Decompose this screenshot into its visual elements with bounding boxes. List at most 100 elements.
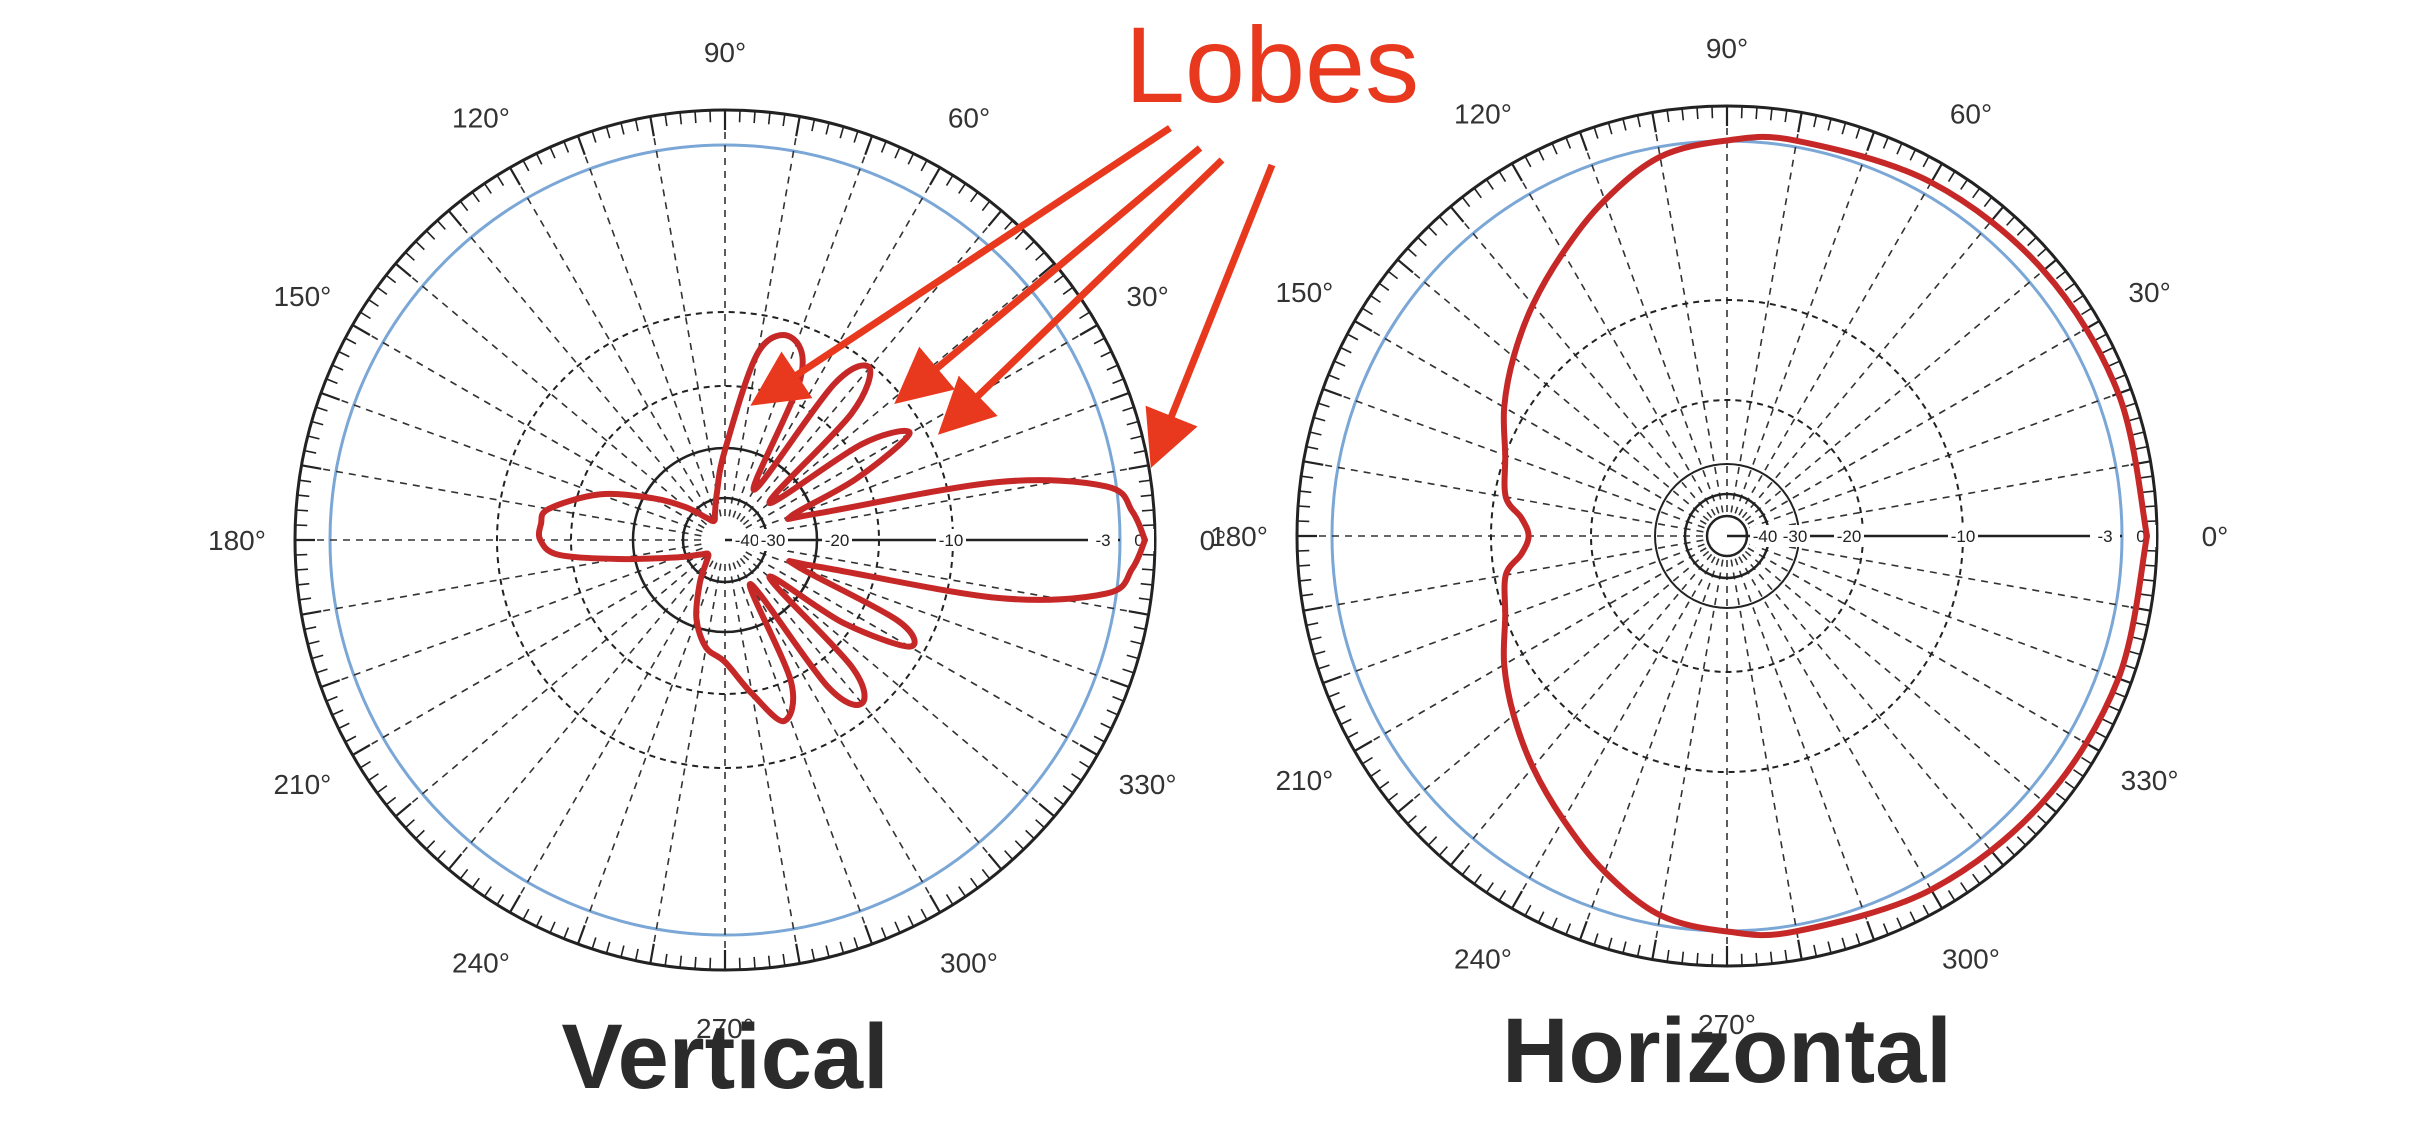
degree-tick: [1651, 939, 1657, 960]
degree-tick: [1449, 205, 1465, 223]
degree-tick: [1947, 890, 1956, 902]
degree-tick: [839, 941, 845, 954]
degree-tick: [1681, 108, 1685, 121]
degree-tick: [295, 509, 309, 512]
degree-tick: [1014, 840, 1025, 850]
spoke-gridline: [1730, 134, 1799, 513]
spoke-gridline: [1343, 543, 1705, 677]
degree-tick: [1666, 949, 1670, 962]
degree-tick: [1960, 179, 1969, 190]
degree-tick: [1797, 112, 1803, 133]
degree-tick: [1406, 247, 1417, 257]
spoke-gridline: [1373, 331, 1707, 525]
degree-tick: [1053, 796, 1065, 806]
degree-tick: [509, 167, 521, 186]
angle-tick-label: 330°: [1119, 769, 1177, 800]
degree-tick: [1909, 911, 1917, 923]
degree-tick: [1387, 270, 1399, 280]
degree-tick: [1109, 391, 1130, 401]
degree-tick: [331, 709, 344, 716]
radial-label-bg: [1780, 525, 1810, 547]
degree-tick: [1014, 230, 1025, 240]
degree-tick: [1607, 937, 1613, 950]
degree-tick: [2140, 593, 2153, 597]
degree-tick: [1361, 307, 1373, 316]
degree-tick: [1128, 610, 1149, 616]
degree-tick: [1537, 911, 1545, 923]
degree-tick: [2037, 247, 2048, 257]
degree-tick: [1696, 952, 1699, 966]
degree-tick: [1140, 582, 1153, 586]
degree-tick: [1636, 944, 1641, 957]
degree-tick: [415, 240, 425, 251]
degree-tick: [987, 853, 1003, 871]
spoke-gridline: [653, 563, 722, 942]
angle-tick-label: 30°: [1126, 281, 1168, 312]
degree-tick: [1593, 126, 1599, 139]
angle-tick-label: 120°: [1454, 98, 1512, 129]
degree-tick: [894, 921, 901, 934]
spoke-gridline: [1522, 182, 1716, 516]
degree-tick: [2135, 622, 2148, 627]
degree-tick: [2055, 792, 2067, 802]
degree-tick: [1126, 420, 1139, 426]
degree-tick: [1128, 464, 1149, 470]
degree-tick: [483, 886, 492, 897]
degree-tick: [471, 877, 480, 889]
spoke-gridline: [1744, 273, 2041, 522]
spoke-gridline: [732, 562, 866, 924]
degree-tick: [929, 894, 941, 913]
angle-tick-label: 0°: [1200, 525, 1227, 556]
degree-tick: [981, 200, 991, 212]
degree-tick: [576, 924, 586, 945]
degree-tick: [2073, 769, 2084, 778]
degree-tick: [1038, 262, 1056, 278]
degree-tick: [1866, 131, 1876, 152]
degree-tick: [1093, 735, 1106, 743]
degree-tick: [1427, 836, 1438, 846]
degree-tick: [1607, 122, 1613, 135]
spoke-gridline: [1325, 464, 1704, 533]
radial-db-label: -40: [735, 531, 760, 550]
degree-tick: [1551, 917, 1558, 930]
spoke-gridline: [1738, 182, 1932, 516]
degree-tick: [1882, 923, 1889, 935]
degree-tick: [331, 364, 344, 371]
degree-tick: [1354, 320, 1373, 332]
spoke-gridline: [1586, 152, 1720, 514]
degree-tick: [2064, 282, 2076, 291]
degree-tick: [1827, 941, 1832, 954]
degree-tick: [576, 135, 586, 156]
spoke-gridline: [1413, 273, 1710, 522]
degree-tick: [315, 406, 328, 412]
degree-tick: [864, 135, 874, 156]
spoke-gridline: [1747, 331, 2081, 525]
degree-tick: [605, 126, 611, 139]
degree-tick: [1309, 636, 1322, 641]
degree-tick: [1396, 798, 1414, 814]
degree-tick: [368, 298, 379, 307]
degree-tick: [1130, 435, 1143, 440]
spoke-gridline: [1373, 547, 1707, 741]
degree-tick: [1769, 951, 1773, 964]
degree-tick: [301, 464, 322, 470]
degree-tick: [1578, 920, 1588, 941]
spoke-gridline: [411, 277, 708, 526]
degree-tick: [864, 924, 874, 945]
degree-tick: [1983, 196, 1993, 208]
degree-tick: [304, 449, 317, 454]
spoke-gridline: [736, 560, 930, 894]
degree-tick: [338, 350, 350, 358]
degree-tick: [1931, 890, 1943, 909]
degree-tick: [2027, 236, 2037, 247]
degree-tick: [1035, 819, 1046, 829]
spoke-gridline: [1655, 134, 1724, 513]
degree-tick: [447, 209, 463, 227]
annotation-arrow: [894, 145, 1203, 404]
angle-tick-label: 330°: [2121, 765, 2179, 796]
spoke-gridline: [520, 186, 714, 520]
degree-tick: [2037, 815, 2048, 825]
spoke-gridline: [323, 468, 702, 537]
